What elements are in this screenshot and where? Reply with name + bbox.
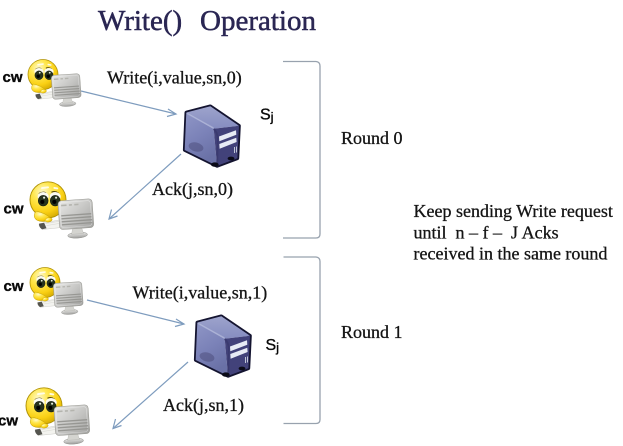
svg-text:received in the same round: received in the same round bbox=[414, 244, 608, 264]
svg-text:cw: cw bbox=[0, 413, 18, 430]
svg-text:Write(i,value,sn,1): Write(i,value,sn,1) bbox=[133, 283, 268, 304]
svg-text:cw: cw bbox=[4, 201, 24, 218]
svg-text:Round 0: Round 0 bbox=[341, 128, 403, 148]
svg-text:Sj: Sj bbox=[260, 107, 274, 125]
svg-text:cw: cw bbox=[4, 278, 24, 295]
svg-text:until n – f – J Acks: until n – f – J Acks bbox=[414, 223, 559, 243]
svg-text:Write(i,value,sn,0): Write(i,value,sn,0) bbox=[107, 68, 242, 89]
svg-text:Ack(j,sn,0): Ack(j,sn,0) bbox=[152, 179, 233, 200]
svg-text:Operation: Operation bbox=[200, 5, 316, 37]
svg-text:cw: cw bbox=[3, 69, 23, 86]
svg-text:Sj: Sj bbox=[266, 337, 280, 355]
svg-text:Ack(j,sn,1): Ack(j,sn,1) bbox=[163, 395, 244, 416]
svg-text:Round 1: Round 1 bbox=[341, 322, 403, 342]
svg-text:Write(): Write() bbox=[98, 5, 182, 37]
svg-text:Keep sending Write request: Keep sending Write request bbox=[414, 201, 613, 221]
